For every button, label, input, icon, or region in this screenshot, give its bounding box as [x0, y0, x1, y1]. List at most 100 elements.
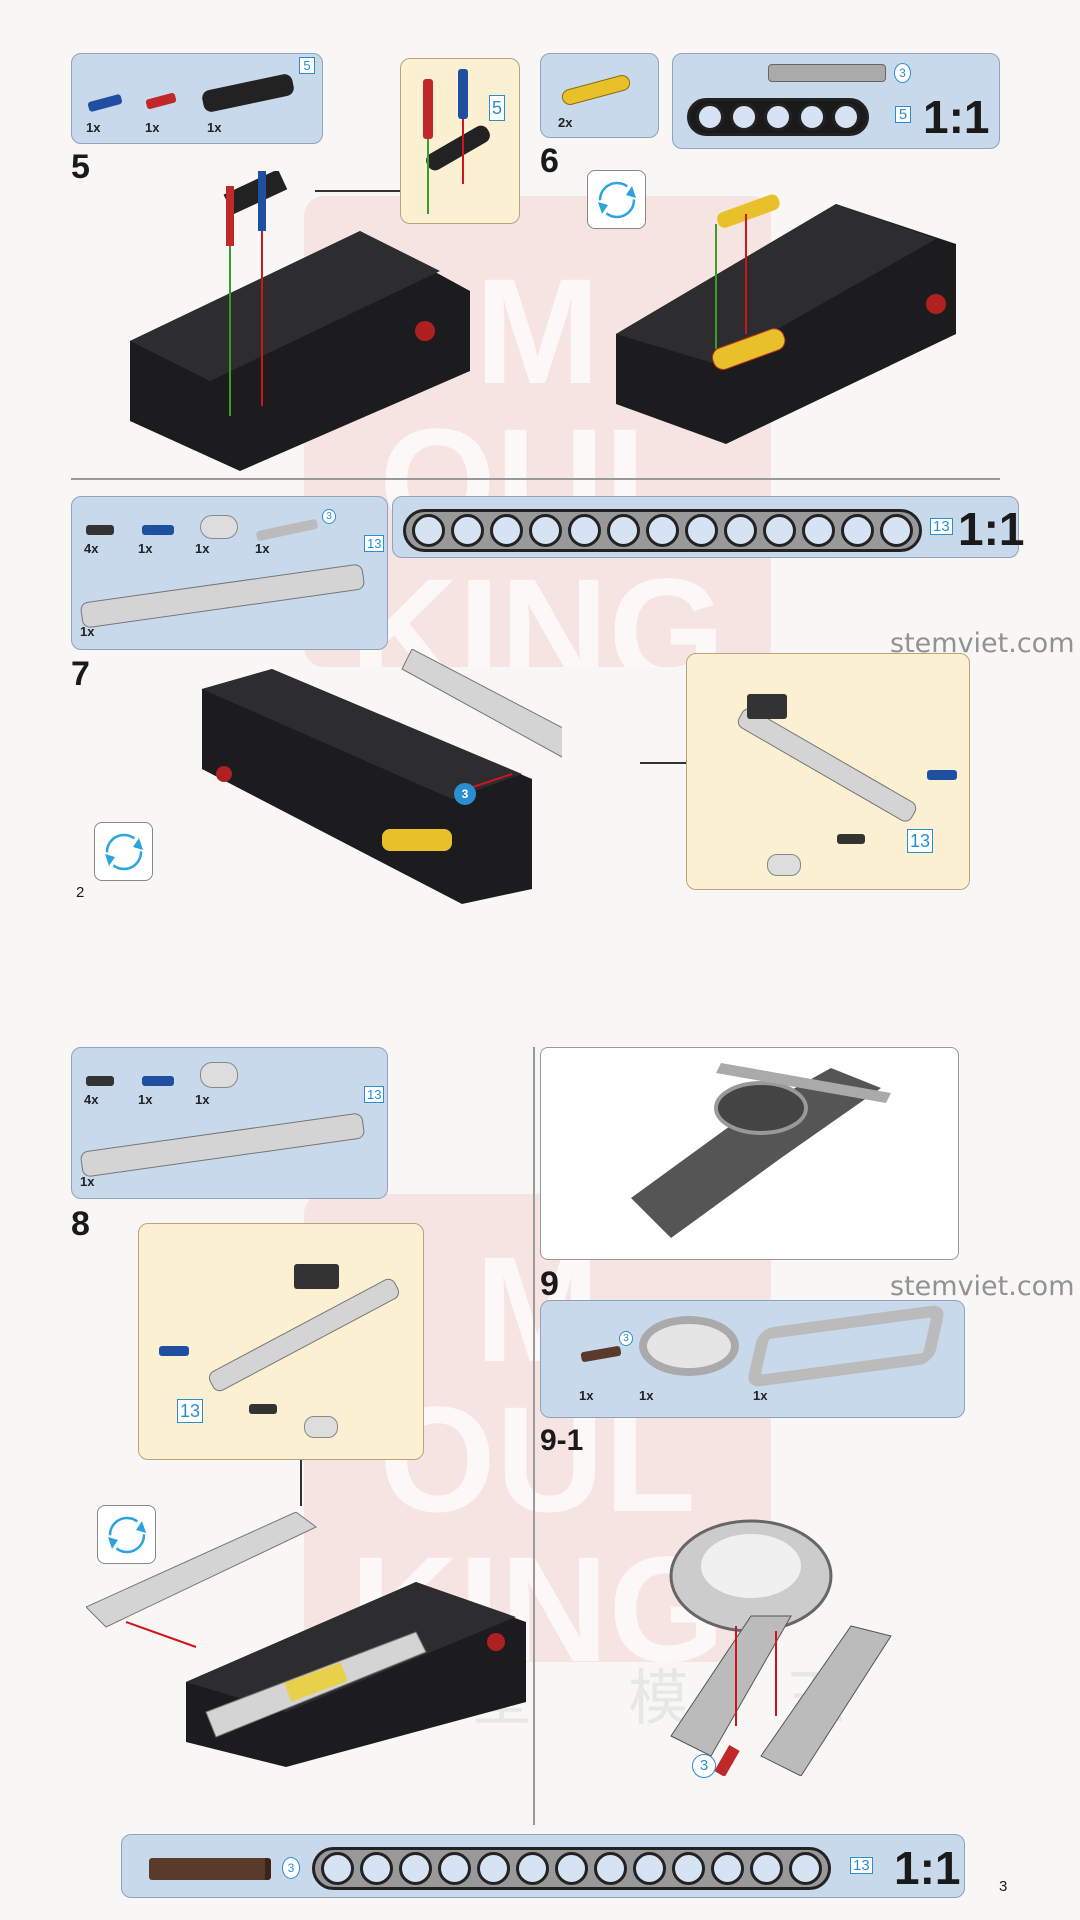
red-gear [487, 1633, 505, 1651]
step9-1-model [669, 1519, 892, 1776]
beam-length-badge: 13 [364, 535, 385, 552]
blue-pin [258, 171, 266, 231]
bottom-scale-box: 3 13 1:1 [121, 1834, 965, 1898]
step5-model [130, 171, 470, 471]
blue-pin-part [159, 1346, 189, 1356]
connector-part [304, 1416, 338, 1438]
step-number: 7 [71, 655, 90, 693]
site-watermark: stemviet.com [890, 1271, 1075, 1302]
blue-pin-part [142, 525, 174, 535]
green-arrow [427, 139, 429, 214]
black-pin-part [86, 525, 114, 535]
black-beam-part [423, 122, 493, 174]
beam-hole [764, 103, 792, 131]
step-number: 6 [540, 142, 559, 180]
beam-hole [724, 514, 757, 547]
column-divider [533, 1047, 535, 1825]
rotate-model-icon [587, 170, 646, 229]
part-qty: 1x [195, 541, 210, 556]
beam-hole [750, 1852, 783, 1885]
section-divider [71, 478, 1000, 480]
scale-ratio: 1:1 [923, 91, 990, 143]
callout-pointer-arrow [640, 762, 686, 764]
beam-hole [798, 103, 826, 131]
step5-callout: 5 [400, 58, 520, 224]
connector-part [200, 515, 238, 539]
beam-hole [529, 514, 562, 547]
rotate-model-icon [97, 1505, 156, 1564]
step5-parts-box: 5 1x 1x 1x [71, 53, 323, 144]
axle-length-badge: 3 [282, 1857, 300, 1879]
beam-hole [555, 1852, 588, 1885]
step8-model [86, 1512, 526, 1767]
step7-model [202, 649, 562, 904]
step-number: 9-1 [540, 1424, 584, 1457]
beam-hole [607, 514, 640, 547]
part-qty: 1x [579, 1388, 594, 1403]
chassis-top [186, 1582, 516, 1712]
red-arrow [125, 1621, 197, 1648]
beam-hole [802, 514, 835, 547]
beam-hole [789, 1852, 822, 1885]
axle-length-badge: 3 [894, 63, 911, 83]
step8-callout: 13 [138, 1223, 424, 1460]
red-arrow [462, 119, 464, 184]
axle-part [255, 518, 319, 542]
scale-beam-13 [403, 509, 922, 552]
beam-length-badge: 13 [850, 1857, 873, 1874]
yellow-beam-part [560, 73, 632, 107]
black-pin-part [837, 834, 865, 844]
beam-length-badge: 13 [364, 1086, 385, 1103]
axle-3-part [768, 64, 886, 82]
part-qty: 1x [138, 1092, 153, 1107]
connector-part [767, 854, 801, 876]
red-arrow [466, 773, 513, 790]
brown-axle-part [580, 1345, 622, 1363]
part-qty: 2x [558, 115, 573, 130]
black-beam [223, 171, 288, 215]
beam-length-badge: 13 [930, 518, 953, 535]
beam-hole [360, 1852, 393, 1885]
grey-beam-13-part [79, 563, 366, 629]
blue-pin-part [458, 69, 468, 119]
beam-hole [594, 1852, 627, 1885]
black-pin-part [86, 1076, 114, 1086]
beam-hole [412, 514, 445, 547]
part-qty: 1x [207, 120, 222, 135]
beam-hole [841, 514, 874, 547]
part-qty: 1x [255, 541, 270, 556]
beam-length-badge: 5 [299, 57, 315, 74]
beam-length-badge: 5 [489, 95, 506, 121]
red-pin-part [145, 92, 177, 110]
axle-length-badge: 3 [322, 509, 336, 524]
part-qty: 4x [84, 541, 99, 556]
part-qty: 1x [145, 120, 160, 135]
frame-left [670, 1615, 792, 1757]
step9-1-parts-box: 3 1x 1x 1x [540, 1300, 965, 1418]
beam-hole [730, 103, 758, 131]
beam-hole [490, 514, 523, 547]
axle-length-badge: 3 [619, 1331, 633, 1346]
step-number: 8 [71, 1205, 90, 1243]
red-gear [926, 294, 946, 314]
beam-hole [672, 1852, 705, 1885]
beam-hole [633, 1852, 666, 1885]
grey-beam [86, 1512, 317, 1628]
step7-scale-box: 13 1:1 [392, 496, 1024, 558]
grey-beam [401, 649, 562, 758]
step6-scale-box: 3 5 1:1 [672, 53, 1000, 149]
callout-pointer-arrow [315, 190, 400, 192]
part-qty: 1x [753, 1388, 768, 1403]
beam-hole [763, 514, 796, 547]
callout-pointer-arrow [300, 1460, 302, 1506]
step6-parts-box: 2x [540, 53, 659, 138]
turntable-part [639, 1316, 739, 1376]
beam-hole [685, 514, 718, 547]
chassis-top [130, 231, 440, 381]
beam-hole [399, 1852, 432, 1885]
scale-ratio: 1:1 [894, 1842, 961, 1894]
red-gear [415, 321, 435, 341]
red-gear [216, 766, 232, 782]
part-qty: 1x [86, 120, 101, 135]
yellow-beam [717, 194, 780, 228]
